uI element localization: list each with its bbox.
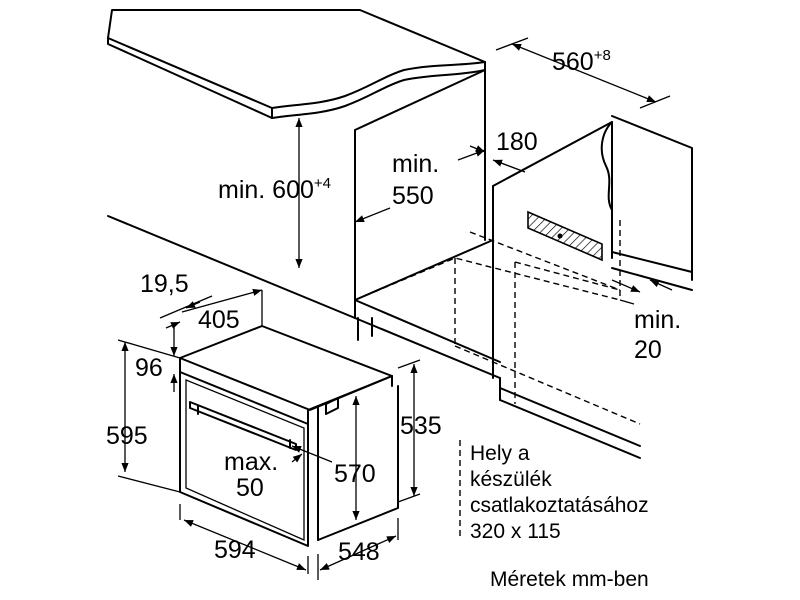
label-19-5: 19,5 <box>140 270 189 298</box>
label-min-20-b: 20 <box>634 336 662 364</box>
hidden-outline <box>354 220 641 425</box>
label-min-20-a: min. <box>634 306 681 334</box>
cabinet <box>107 69 693 459</box>
label-594: 594 <box>214 536 256 564</box>
label-535: 535 <box>400 412 442 440</box>
label-405: 405 <box>198 306 240 334</box>
label-560: 560+8 <box>552 47 611 76</box>
connection-note-line-2: készülék <box>470 468 552 491</box>
dimension-lines <box>117 37 673 580</box>
label-max-50-a: max. <box>224 448 278 476</box>
label-548: 548 <box>338 538 380 566</box>
label-min-550-a: min. <box>392 150 439 178</box>
label-min-600: min. 600+4 <box>218 175 331 204</box>
connection-note: Hely a készülék csatlakoztatásához 320 x… <box>470 442 649 543</box>
label-max-50-b: 50 <box>236 474 264 502</box>
connection-note-line-3: csatlakoztatásához <box>470 494 649 517</box>
connection-area <box>527 210 603 262</box>
countertop <box>107 9 486 119</box>
label-180: 180 <box>496 128 538 156</box>
dimension-labels: 560+8 180 min. 550 min. 600+4 min. 20 19… <box>106 47 681 566</box>
connection-note-line-4: 320 x 115 <box>470 520 561 543</box>
oven <box>179 325 399 547</box>
label-595: 595 <box>106 422 148 450</box>
units-note: Méretek mm-ben <box>490 568 649 591</box>
label-min-550-b: 550 <box>392 182 434 210</box>
label-96: 96 <box>135 354 163 382</box>
label-570: 570 <box>334 460 376 488</box>
connection-note-line-1: Hely a <box>470 442 530 465</box>
